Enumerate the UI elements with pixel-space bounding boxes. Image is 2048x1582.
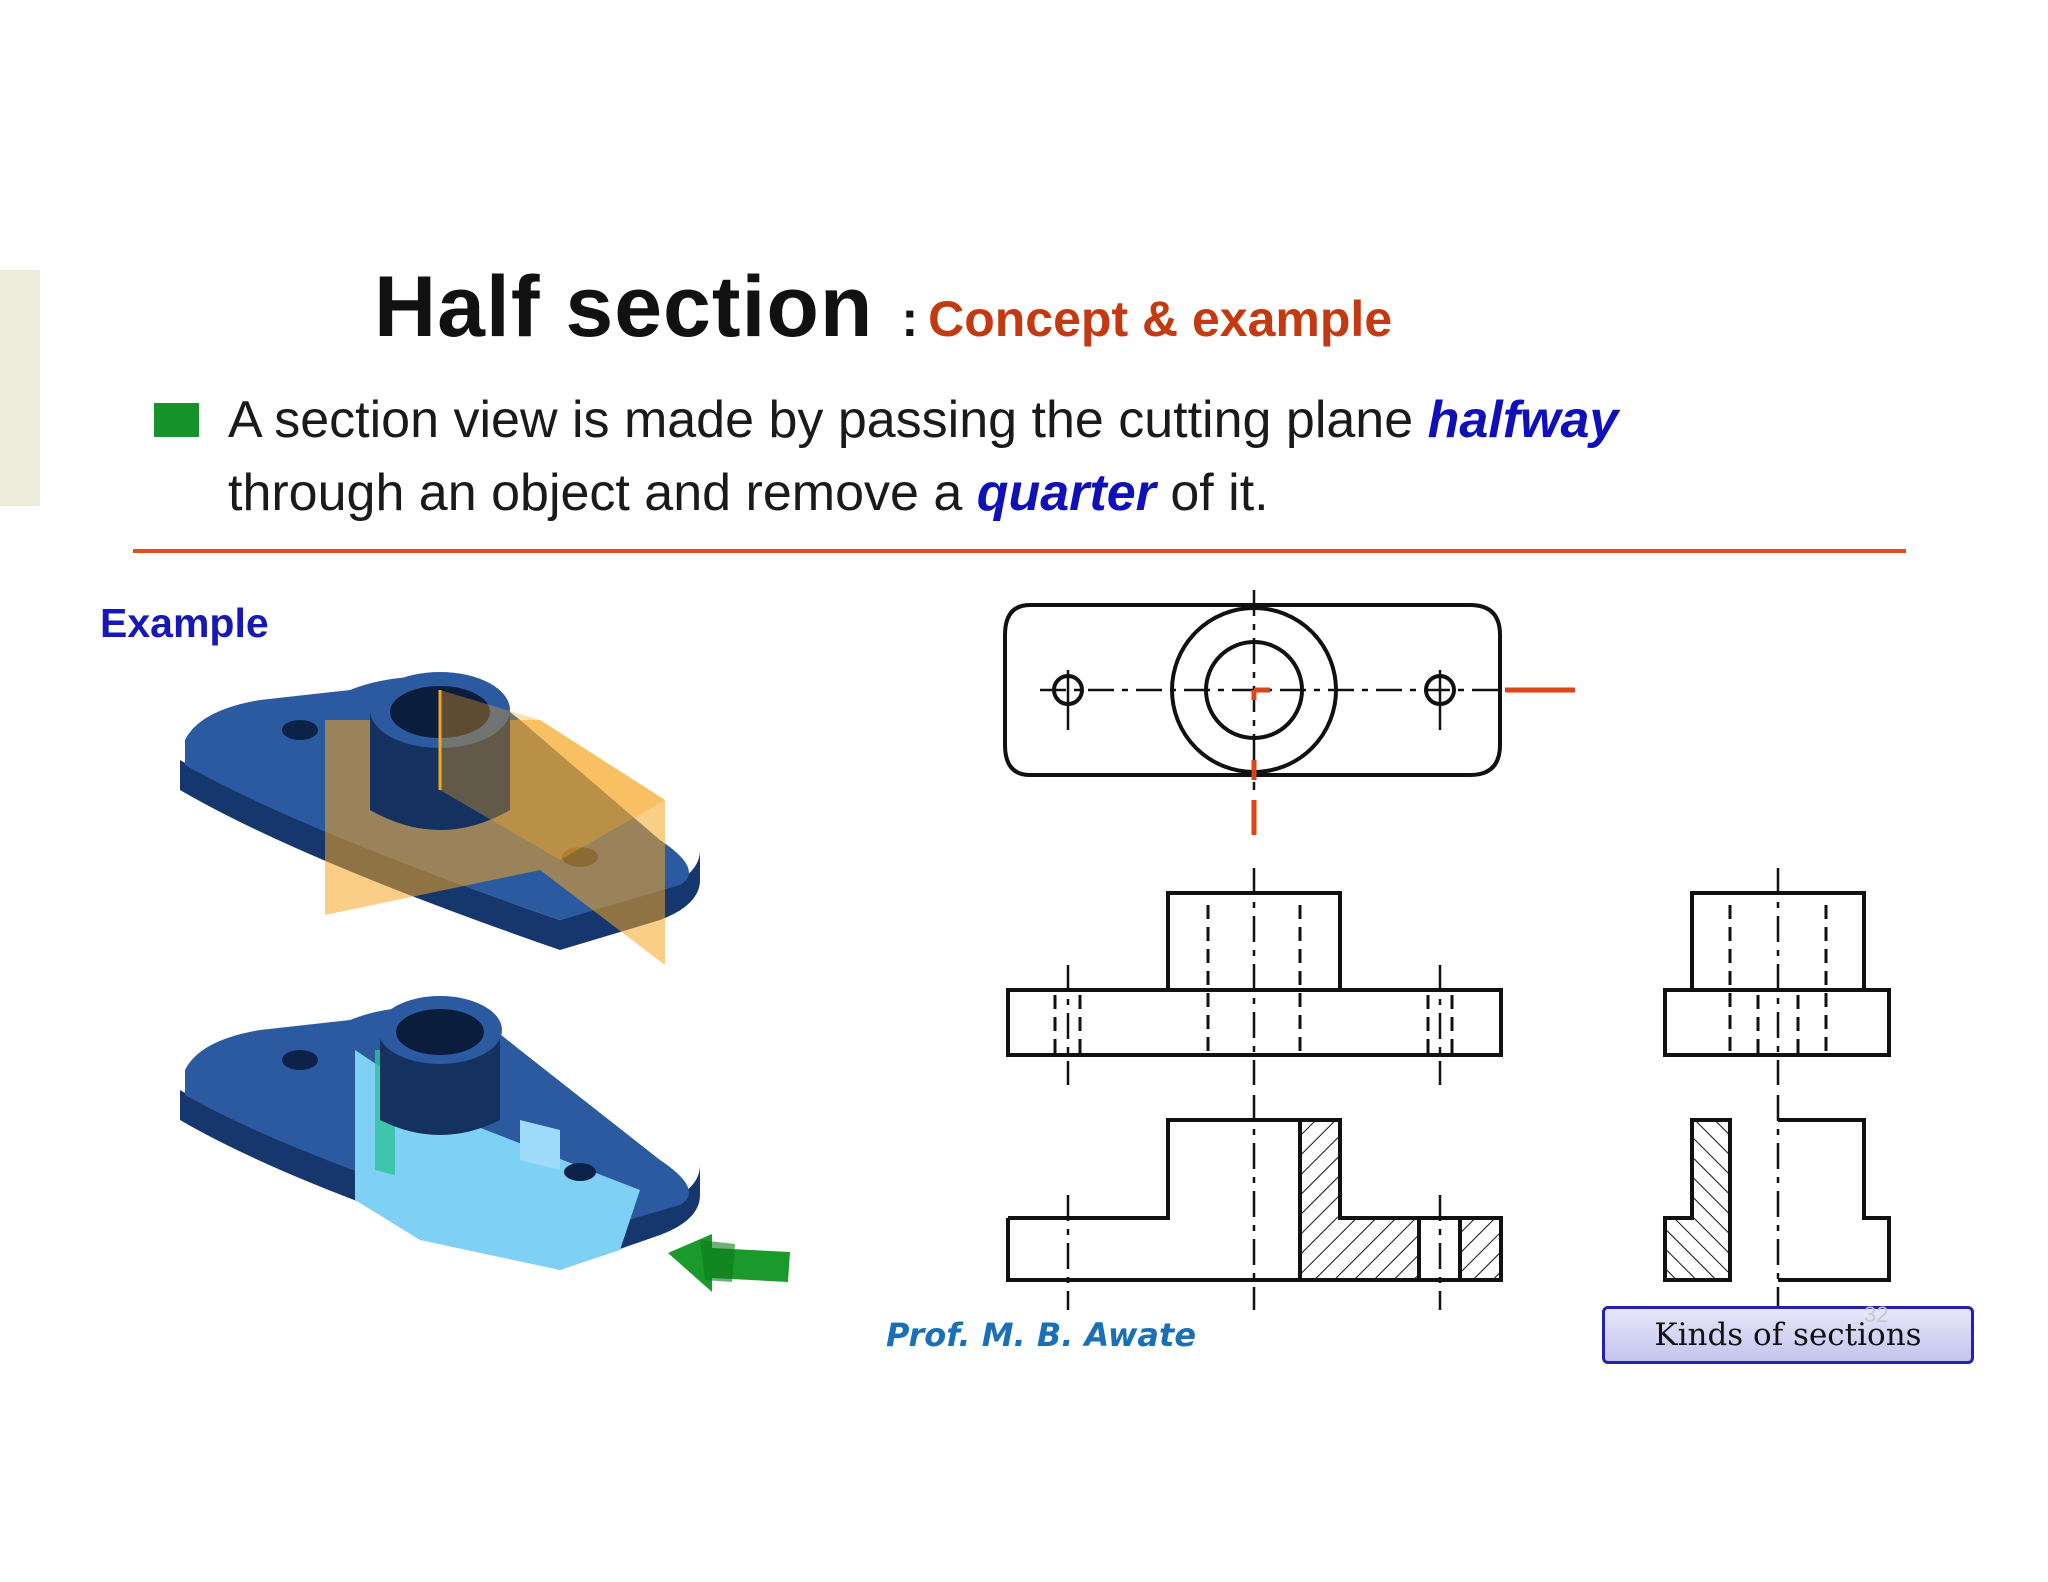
kinds-of-sections-button[interactable]: Kinds of sections xyxy=(1602,1306,1974,1364)
green-square-bullet-icon xyxy=(154,403,199,437)
bullet-text-2-suffix: of it. xyxy=(1155,464,1269,522)
bullet-line-1: A section view is made by passing the cu… xyxy=(228,390,1618,450)
green-arrow-icon xyxy=(668,1234,790,1292)
title-main: Half section xyxy=(374,259,874,355)
part-hole-left xyxy=(282,720,318,740)
section-hole-right xyxy=(564,1163,596,1181)
front-view-drawing xyxy=(1006,868,1503,1085)
slide-title: Half section:Concept & example xyxy=(374,258,1392,357)
page-number: 32 xyxy=(1864,1302,1889,1327)
front-half-section-drawing xyxy=(1006,1095,1503,1310)
cutting-plane-line xyxy=(1251,687,1575,835)
side-half-section-drawing xyxy=(1663,1095,1891,1310)
bullet-line-2: through an object and remove a quarter o… xyxy=(228,463,1269,523)
side-section-hatch xyxy=(1665,1120,1730,1280)
section-face-light xyxy=(520,1120,560,1170)
title-subtitle: Concept & example xyxy=(928,291,1393,347)
section-boss-bore xyxy=(396,1009,484,1055)
part-half-section xyxy=(180,996,700,1270)
bullet-text-2: through an object and remove a xyxy=(228,464,977,522)
example-label: Example xyxy=(100,600,269,646)
side-view-drawing xyxy=(1663,868,1891,1085)
section-hole-left xyxy=(282,1050,318,1070)
front-section-hatch-main xyxy=(1300,1120,1419,1280)
front-view-hidden-lines xyxy=(1053,905,1454,1055)
bullet-emphasis-quarter: quarter xyxy=(976,464,1156,522)
sidebar-tab xyxy=(0,270,40,506)
divider-rule xyxy=(133,549,1906,553)
top-view-outline xyxy=(1003,603,1502,777)
front-section-hatch-right xyxy=(1460,1218,1501,1280)
title-separator: : xyxy=(901,291,919,347)
front-section-left-outline xyxy=(1008,1118,1254,1220)
author-credit: Prof. M. B. Awate xyxy=(886,1316,1197,1354)
front-view-centerlines xyxy=(1066,868,1442,1085)
part-with-cutting-plane xyxy=(180,672,700,965)
bullet-emphasis-halfway: halfway xyxy=(1427,391,1619,449)
bullet-text-1: A section view is made by passing the cu… xyxy=(228,391,1428,449)
cutting-plane-horizontal xyxy=(440,690,665,860)
side-view-hidden-lines xyxy=(1728,905,1828,1055)
